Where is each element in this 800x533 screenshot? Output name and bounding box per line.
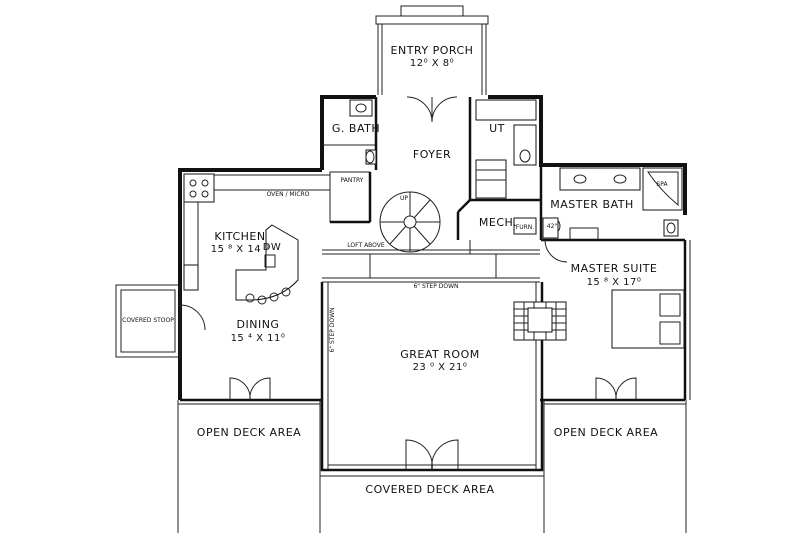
guest-bath — [322, 97, 378, 170]
dining-dims: 15 ⁴ X 11⁰ — [231, 333, 286, 344]
loft-above-label: LOFT ABOVE — [347, 242, 385, 249]
dining-label: DINING — [237, 318, 280, 331]
utility-label: UT — [489, 122, 505, 135]
loft-lines — [322, 240, 540, 283]
guest-bath-label: G. BATH — [332, 122, 380, 135]
furn-label: FURN. — [516, 224, 535, 231]
step-down-top-label: 6" STEP DOWN — [413, 283, 458, 290]
master-suite-dims: 15 ⁸ X 17⁰ — [587, 277, 642, 288]
covered-stoop — [115, 284, 181, 358]
open-deck-left-label: OPEN DECK AREA — [197, 426, 301, 439]
oven-micro-label: OVEN / MICRO — [267, 191, 310, 198]
entry-porch-dims: 12⁰ X 8⁰ — [410, 58, 454, 69]
dw-label: DW — [263, 242, 282, 253]
utility — [468, 97, 537, 200]
pantry — [329, 171, 372, 224]
foyer-label: FOYER — [413, 148, 451, 161]
svg-text:UP: UP — [400, 195, 408, 202]
kitchen-dims: 15 ⁸ X 14 ⁰ — [211, 244, 270, 255]
master-suite-fixtures — [513, 289, 685, 401]
master-suite-label: MASTER SUITE — [571, 262, 658, 275]
kitchen-fixtures — [179, 173, 330, 331]
water-heater-label: 42" — [547, 223, 558, 230]
spiral-stair: UP — [379, 191, 441, 253]
open-deck-right-label: OPEN DECK AREA — [554, 426, 658, 439]
pantry-label: PANTRY — [341, 177, 364, 184]
exterior-walls — [178, 95, 691, 472]
covered-deck-label: COVERED DECK AREA — [365, 483, 494, 496]
foyer-doors — [406, 96, 458, 123]
great-room-doors — [405, 439, 459, 471]
master-bath-fixtures — [541, 167, 685, 263]
covered-stoop-label: COVERED STOOP — [122, 317, 174, 324]
spa-label: SPA — [656, 181, 668, 188]
step-down-side-label: 6" STEP DOWN — [329, 307, 336, 352]
mech-label: MECH. — [479, 216, 517, 229]
kitchen-label: KITCHEN — [214, 230, 265, 243]
dining-doors — [229, 377, 271, 401]
great-room-dims: 23 ⁰ X 21⁰ — [413, 362, 468, 373]
great-room-label: GREAT ROOM — [400, 348, 479, 361]
entry-porch-label: ENTRY PORCH — [391, 44, 474, 57]
mech-room — [456, 165, 561, 240]
decks — [177, 400, 687, 533]
entry-porch — [375, 5, 489, 95]
master-bath-label: MASTER BATH — [550, 198, 634, 211]
